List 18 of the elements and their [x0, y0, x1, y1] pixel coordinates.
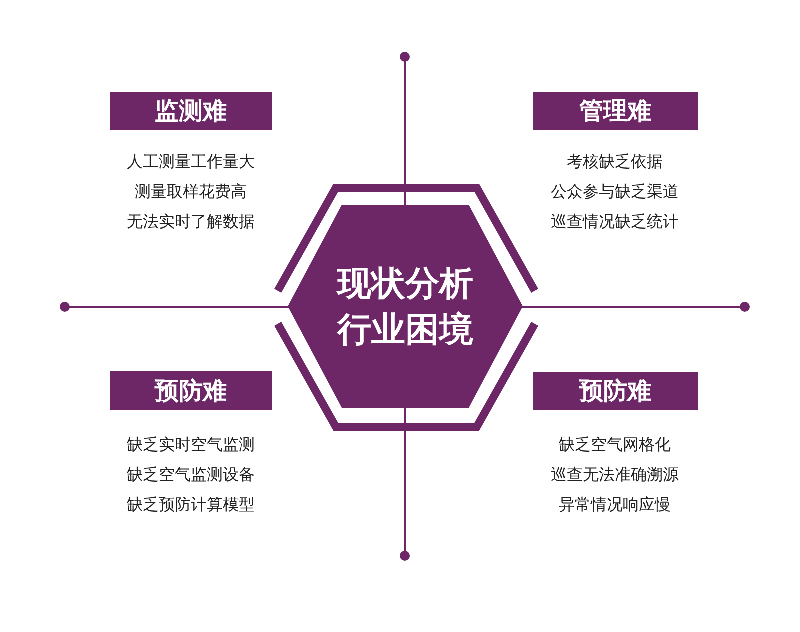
- problem-item: 测量取样花费高: [134, 182, 248, 202]
- problem-item: 缺乏空气监测设备: [126, 465, 256, 485]
- problem-item: 缺乏空气网格化: [558, 435, 672, 455]
- problem-item: 人工测量工作量大: [126, 152, 256, 172]
- category-header: 预防难: [110, 371, 272, 410]
- problem-item: 缺乏预防计算模型: [126, 495, 256, 515]
- problem-item: 异常情况响应慢: [558, 495, 672, 515]
- category-header: 预防难: [533, 372, 698, 410]
- problem-item: 公众参与缺乏渠道: [550, 182, 680, 202]
- problem-item: 无法实时了解数据: [126, 212, 256, 232]
- center-hexagon: [288, 205, 523, 408]
- problem-item: 考核缺乏依据: [566, 152, 664, 172]
- category-header: 管理难: [533, 92, 698, 130]
- center-title: 现状分析行业困境: [336, 262, 474, 352]
- problem-item: 巡查情况缺乏统计: [550, 212, 680, 232]
- problem-item: 缺乏实时空气监测: [126, 435, 256, 455]
- category-header: 监测难: [110, 92, 272, 130]
- problem-item: 巡查无法准确溯源: [550, 465, 680, 485]
